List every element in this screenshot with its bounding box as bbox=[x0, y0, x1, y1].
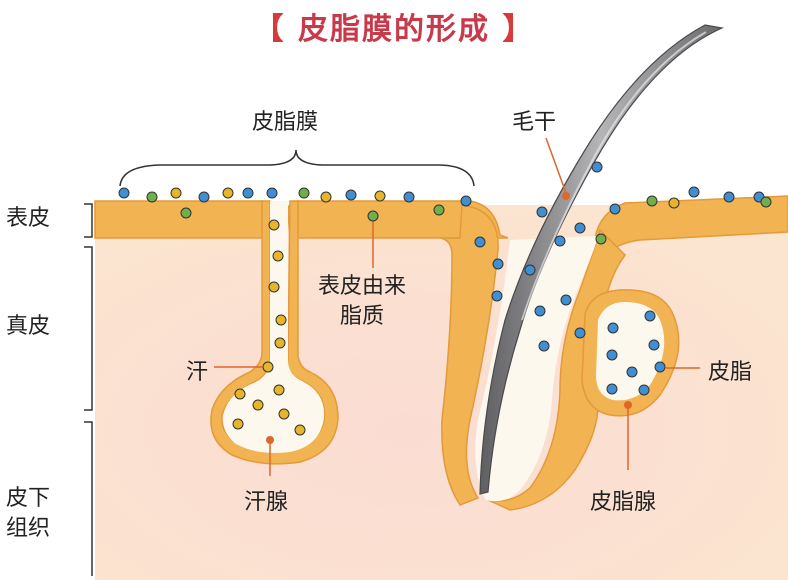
label-sebum-film: 皮脂膜 bbox=[252, 110, 319, 135]
hair-highlight bbox=[521, 31, 707, 321]
layer-label-epidermis: 表皮 bbox=[6, 206, 51, 231]
sweat-gland-inner bbox=[223, 201, 325, 453]
layer-label-subcutis-line1: 皮下 bbox=[6, 486, 51, 511]
label-epidermal-lipid: 表皮由来 脂质 bbox=[318, 272, 406, 332]
leader-dots bbox=[266, 192, 632, 444]
page-title: 【 皮脂膜的形成 】 bbox=[0, 4, 788, 48]
label-epidermal-lipid-line2: 脂质 bbox=[340, 304, 385, 329]
sweat-gland bbox=[210, 200, 339, 465]
sebum-film-bracket bbox=[119, 149, 475, 187]
dermis-region bbox=[95, 205, 788, 580]
epidermis-band-left bbox=[94, 200, 273, 239]
title-text: 皮脂膜的形成 bbox=[298, 12, 490, 47]
label-epidermal-lipid-line1: 表皮由来 bbox=[318, 274, 407, 299]
title-bracket-close: 】 bbox=[502, 12, 535, 47]
label-sebum: 皮脂 bbox=[708, 360, 753, 385]
layer-label-dermis: 真皮 bbox=[6, 314, 51, 339]
leader-lines bbox=[214, 137, 700, 476]
label-sweat: 汗 bbox=[186, 360, 209, 385]
layer-label-subcutis: 皮下 组织 bbox=[6, 484, 50, 544]
layer-brackets bbox=[84, 203, 93, 576]
title-bracket-open: 【 bbox=[253, 12, 286, 47]
layer-label-subcutis-line2: 组织 bbox=[6, 516, 51, 541]
label-hair-shaft: 毛干 bbox=[512, 110, 557, 135]
label-sebaceous-gland: 皮脂腺 bbox=[590, 490, 657, 515]
label-sweat-gland: 汗腺 bbox=[244, 490, 289, 515]
lipid-dots bbox=[118, 161, 772, 436]
hair-shaft bbox=[479, 24, 725, 495]
